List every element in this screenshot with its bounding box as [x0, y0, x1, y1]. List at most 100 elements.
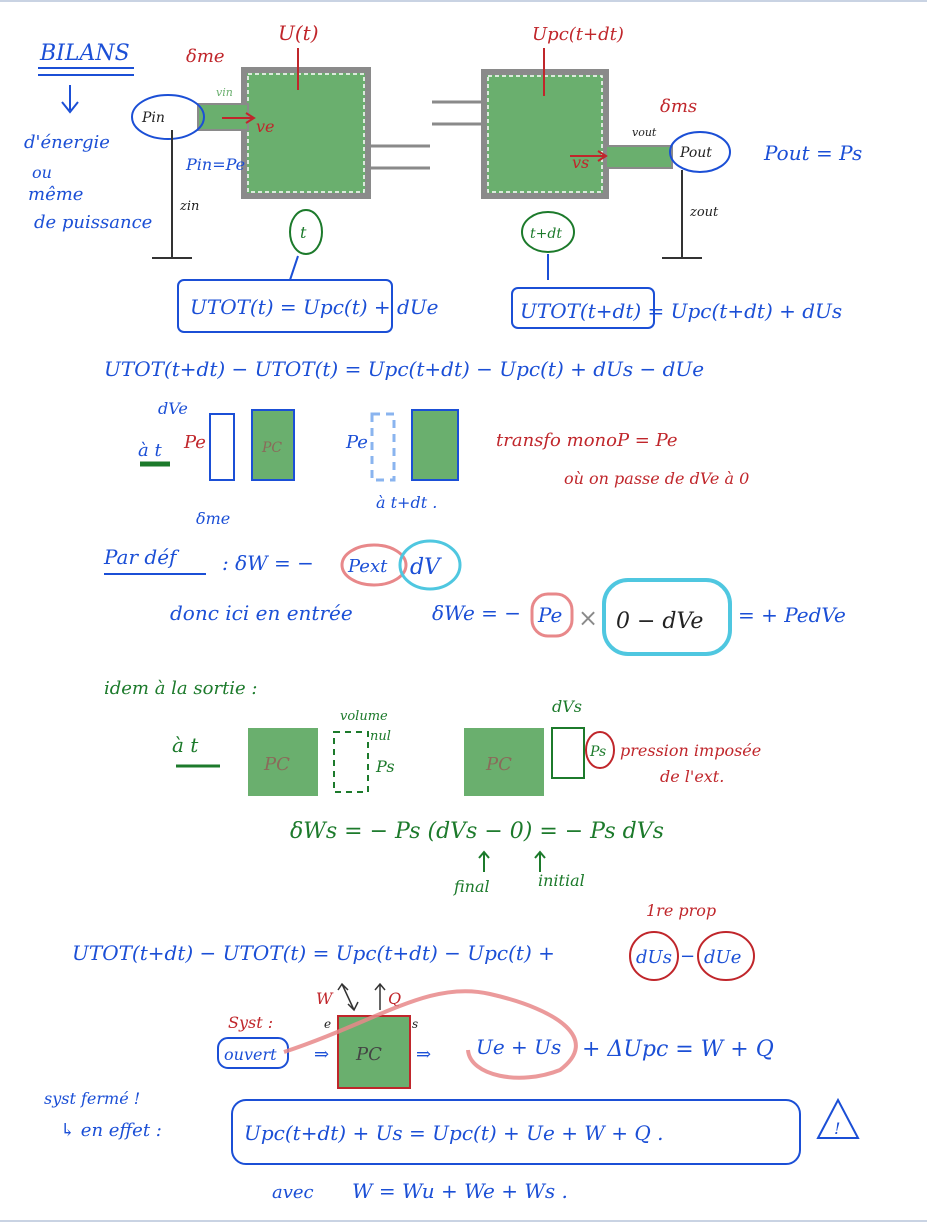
pext-circle — [340, 543, 408, 587]
transfo-note: transfo monoP = Pe — [496, 430, 678, 451]
dvs-label: dVs — [552, 697, 582, 716]
nul-label: nul — [370, 729, 391, 744]
dus-label: dUs — [636, 947, 672, 968]
par-def-label: Par déf — [103, 545, 180, 569]
warning-icon — [816, 1097, 860, 1139]
initial-arrow-icon — [534, 850, 546, 872]
upc-label: Upc(t+dt) — [532, 24, 624, 45]
zout-label: zout — [689, 205, 719, 220]
exit-ps-label: Ps — [375, 757, 395, 776]
ouvert-label: ouvert — [224, 1045, 277, 1064]
pression-line-2: de l'ext. — [660, 767, 724, 786]
exit-section: idem à la sortie : à t PC volume nul Ps … — [104, 678, 761, 896]
at-tdt-label: à t+dt . — [376, 493, 437, 512]
ve-arrow-icon — [222, 112, 256, 124]
diagram-right: Pout zout Upc(t+dt) δms vout vs Pout = P… — [432, 24, 862, 280]
bracket-content: 0 − dVe — [616, 609, 703, 634]
tank-left — [241, 67, 371, 199]
summary-section: 1re prop UTOT(t+dt) − UTOT(t) = Upc(t+dt… — [44, 901, 860, 1203]
sms-label: δms — [660, 96, 697, 117]
pe-label: Pe — [183, 432, 206, 453]
final-arrow-icon — [478, 850, 490, 872]
exit-pc-label-t: PC — [263, 754, 290, 775]
pe2-label: Pe — [345, 432, 368, 453]
null-volume-box — [333, 731, 369, 793]
sme-entry-label: δme — [196, 509, 230, 528]
vs-label: vs — [572, 153, 589, 172]
utot-diff-eq: UTOT(t+dt) − UTOT(t) = Upc(t+dt) − Upc(t… — [104, 357, 704, 381]
exit-pc-label-tdt: PC — [485, 754, 512, 775]
utot-t-box — [177, 279, 393, 333]
outlet-pipe-r — [605, 145, 673, 169]
w-sum-eq: W = Wu + We + Ws . — [352, 1179, 568, 1203]
ps-circle — [585, 731, 615, 769]
exit-pc-block-t — [248, 728, 318, 796]
dus-circle — [629, 931, 679, 981]
utot-t-eq: UTOT(t) = Upc(t) + dUe — [190, 295, 439, 319]
ps-circle-label: Ps — [589, 744, 606, 760]
time-tdt-circle — [521, 211, 575, 253]
idem-label: idem à la sortie : — [104, 678, 258, 699]
down-arrow-icon — [61, 85, 79, 114]
header-block: BILANS d'énergie ou même de puissance — [24, 41, 152, 233]
initial-label: initial — [538, 871, 585, 890]
subtitle-line-3: même — [28, 184, 83, 205]
avec-label: avec — [272, 1182, 314, 1203]
en-effet-label: ↳ en effet : — [60, 1120, 162, 1141]
dve-volume-empty — [370, 412, 396, 482]
ve-label: ve — [256, 117, 275, 136]
bottom-border — [0, 1220, 927, 1222]
top-border — [0, 0, 927, 2]
subtitle-line-4: de puissance — [34, 212, 152, 233]
utot-tdt-eq: UTOT(t+dt) = Upc(t+dt) + dUs — [520, 299, 842, 323]
def-eq-left: : δW = − — [222, 551, 314, 575]
zin-label: zin — [179, 199, 199, 214]
exit-pc-block-tdt — [464, 728, 544, 796]
pext-label: Pext — [347, 556, 388, 577]
donc-label: donc ici en entrée — [170, 601, 353, 625]
dws-eq: δWs = − Ps (dVs − 0) = − Ps dVs — [290, 819, 664, 844]
pe-circle-label: Pe — [537, 603, 562, 627]
syst-label: Syst : — [228, 1013, 273, 1032]
dv-circle — [398, 539, 462, 591]
dve-label: dVe — [158, 399, 188, 418]
time-t-label: t — [300, 223, 307, 242]
prop-label: 1re prop — [646, 901, 716, 920]
time-t-circle — [289, 209, 323, 255]
w-arrow-icon — [337, 982, 359, 1012]
vin-label: vin — [216, 86, 233, 99]
tank-left-boundary — [247, 73, 365, 193]
pc-label-t: PC — [261, 440, 282, 456]
pc-block-t — [251, 409, 295, 481]
w-label: W — [316, 989, 334, 1008]
summary-diff-eq: UTOT(t+dt) − UTOT(t) = Upc(t+dt) − Upc(t… — [72, 941, 555, 965]
ouvert-box — [217, 1037, 289, 1069]
loop-highlight — [283, 989, 578, 1080]
subtitle-line-1: d'énergie — [24, 132, 110, 153]
due-circle — [697, 931, 755, 981]
s-label: s — [412, 1017, 418, 1031]
pin-eq-label: Pin=Pe — [185, 155, 245, 174]
boxed-eq: Upc(t+dt) + Us = Upc(t) + Ue + W + Q . — [244, 1121, 663, 1145]
vout-label: vout — [632, 126, 657, 139]
exit-at-t-label: à t — [172, 733, 199, 757]
pc-system-label: PC — [355, 1044, 382, 1065]
final-label: final — [453, 877, 490, 896]
result-eq: = + PedVe — [738, 603, 846, 627]
ue-us-label: Ue + Us — [476, 1035, 561, 1059]
q-arrow-icon — [374, 982, 386, 1010]
due-label: dUe — [704, 947, 741, 968]
subtitle-line-2: ou — [32, 163, 52, 182]
pout-eq-label: Pout = Ps — [763, 141, 862, 165]
passage-note: où on passe de dVe à 0 — [564, 469, 749, 488]
at-t-label: à t — [138, 440, 162, 461]
utot-tdt-box — [511, 287, 655, 329]
volume-label: volume — [340, 709, 388, 724]
warning-mark: ! — [834, 1119, 840, 1138]
arrow-1: ⇒ — [314, 1044, 329, 1065]
bracket-circle — [602, 578, 732, 656]
e-label: e — [324, 1017, 331, 1031]
time-tdt-label: t+dt — [530, 226, 562, 242]
time-t-pointer — [289, 255, 299, 281]
